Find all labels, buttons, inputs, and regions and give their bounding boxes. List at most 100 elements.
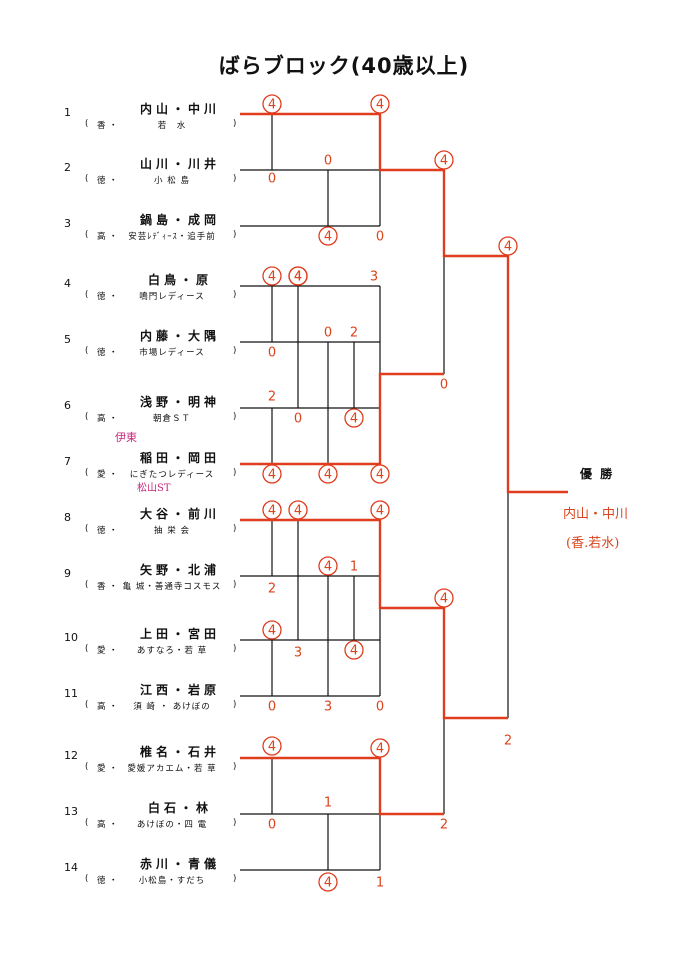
- annotation-ito: 伊東: [115, 431, 137, 444]
- svg-text:2: 2: [268, 390, 276, 405]
- svg-text:2: 2: [440, 818, 448, 833]
- entry-number: 6: [64, 399, 71, 412]
- entry-names: 内藤・大隅: [139, 329, 220, 343]
- circled-score-s31: 4: [344, 640, 364, 660]
- score-s43: 1: [376, 876, 384, 891]
- entry-club: 市場レディース: [139, 348, 205, 358]
- svg-text:0: 0: [376, 700, 384, 715]
- svg-text:4: 4: [294, 270, 302, 285]
- score-s33: 3: [324, 700, 332, 715]
- svg-text:4: 4: [376, 468, 384, 483]
- entry-prefecture: 徳: [97, 176, 106, 186]
- entry-number: 12: [64, 749, 78, 762]
- entry-prefecture: 高: [97, 702, 106, 712]
- svg-text:4: 4: [440, 154, 448, 169]
- entry-club: にぎたつレディース: [129, 470, 215, 480]
- score-s6: 0: [376, 230, 384, 245]
- entry-names: 白鳥・原: [147, 273, 212, 287]
- svg-text:4: 4: [324, 560, 332, 575]
- entry-prefecture: 徳: [97, 876, 106, 886]
- entry-number: 8: [64, 511, 71, 524]
- score-s38: 2: [504, 734, 512, 749]
- svg-text:4: 4: [268, 98, 276, 113]
- entry-club: 朝倉ＳＴ: [152, 414, 191, 424]
- score-s28: 2: [268, 582, 276, 597]
- entry-names: 江西・岩原: [139, 683, 220, 697]
- entry-number: 5: [64, 333, 71, 346]
- champion-affiliation: (香.若水): [566, 536, 620, 551]
- svg-text:2: 2: [268, 582, 276, 597]
- svg-text:4: 4: [504, 240, 512, 255]
- svg-text:4: 4: [350, 412, 358, 427]
- circled-score-s36: 4: [262, 736, 282, 756]
- entry-club: 亀 城・善通寺コスモス: [122, 582, 222, 592]
- circled-score-s7: 4: [434, 150, 454, 170]
- svg-text:0: 0: [294, 412, 302, 427]
- entry-number: 13: [64, 805, 78, 818]
- score-s27: 1: [350, 560, 358, 575]
- svg-text:4: 4: [440, 592, 448, 607]
- entry-names: 椎名・石井: [139, 745, 220, 759]
- svg-text:0: 0: [440, 378, 448, 393]
- svg-text:4: 4: [324, 230, 332, 245]
- entry-names: 矢野・北浦: [139, 563, 220, 577]
- circled-score-s42: 4: [318, 872, 338, 892]
- score-s17: 0: [294, 412, 302, 427]
- entry-prefecture: 愛: [97, 764, 106, 774]
- entry-names: 浅野・明神: [139, 395, 220, 409]
- svg-text:1: 1: [376, 876, 384, 891]
- champion-name: 内山・中川: [563, 507, 629, 522]
- circled-score-s35: 4: [434, 588, 454, 608]
- entry-club: 若 水: [157, 121, 187, 131]
- entry-names: 内山・中川: [139, 102, 220, 116]
- entry-club: 愛媛アカエム・若 草: [127, 764, 217, 774]
- circled-score-s19: 4: [262, 464, 282, 484]
- svg-text:4: 4: [376, 504, 384, 519]
- circled-score-s37: 4: [370, 738, 390, 758]
- svg-text:0: 0: [324, 154, 332, 169]
- entry-names: 大谷・前川: [139, 507, 220, 521]
- svg-text:4: 4: [376, 742, 384, 757]
- score-s12: 3: [370, 270, 378, 285]
- entry-prefecture: 徳: [97, 348, 106, 358]
- entry-names: 稲田・岡田: [139, 451, 220, 465]
- entry-prefecture: 高: [97, 820, 106, 830]
- entry-names: 上田・宮田: [139, 627, 220, 641]
- score-s16: 2: [268, 390, 276, 405]
- entry-prefecture: 徳: [97, 292, 106, 302]
- entry-club: 鳴門レディース: [139, 292, 205, 302]
- svg-text:4: 4: [294, 504, 302, 519]
- svg-text:4: 4: [324, 468, 332, 483]
- circled-score-s24: 4: [288, 500, 308, 520]
- entry-names: 白石・林: [147, 801, 212, 815]
- svg-text:3: 3: [324, 700, 332, 715]
- svg-text:3: 3: [294, 646, 302, 661]
- circled-score-s1: 4: [262, 94, 282, 114]
- svg-text:4: 4: [268, 740, 276, 755]
- svg-text:0: 0: [268, 172, 276, 187]
- score-s4: 0: [268, 172, 276, 187]
- score-s41: 2: [440, 818, 448, 833]
- circled-score-s21: 4: [370, 464, 390, 484]
- svg-text:1: 1: [350, 560, 358, 575]
- svg-text:4: 4: [350, 644, 358, 659]
- circled-score-s20: 4: [318, 464, 338, 484]
- entry-club: 抽 栄 会: [154, 526, 190, 536]
- svg-text:4: 4: [268, 624, 276, 639]
- score-s34: 0: [376, 700, 384, 715]
- entry-number: 11: [64, 687, 78, 700]
- entry-number: 7: [64, 455, 71, 468]
- circled-score-s8: 4: [498, 236, 518, 256]
- entry-number: 1: [64, 106, 71, 119]
- circled-score-s29: 4: [262, 620, 282, 640]
- entry-club: 小松島・すだち: [138, 876, 206, 886]
- score-s40: 0: [268, 818, 276, 833]
- entry-club: あけぼの・四 電: [136, 820, 208, 830]
- entry-club: 安芸ﾚﾃﾞｨｰｽ・追手前: [128, 232, 216, 242]
- score-s22: 0: [440, 378, 448, 393]
- circled-score-s11: 4: [288, 266, 308, 286]
- svg-text:2: 2: [350, 326, 358, 341]
- entry-club: 小 松 島: [154, 176, 190, 186]
